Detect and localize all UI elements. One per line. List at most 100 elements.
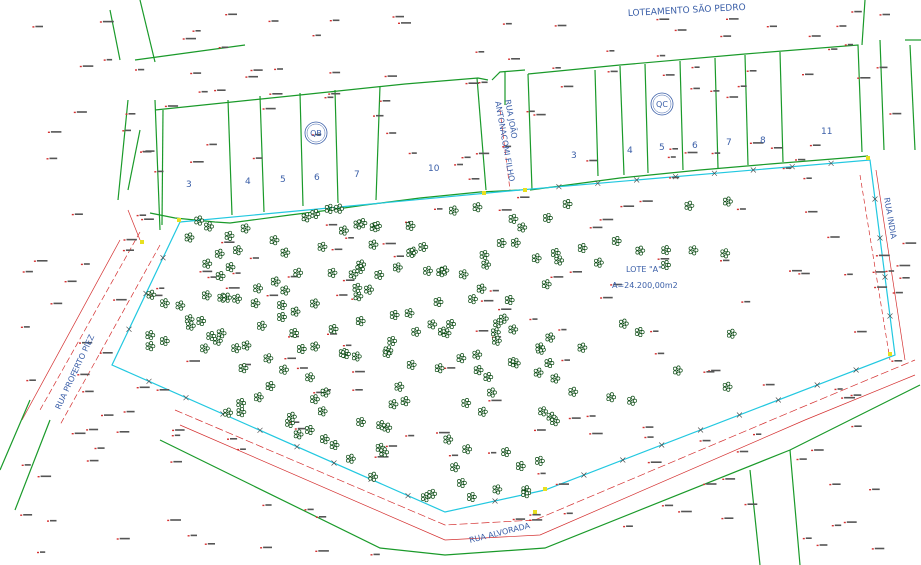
point-code [190, 534, 197, 537]
tree-icon [327, 267, 338, 278]
tree-icon [684, 200, 695, 211]
survey-point [71, 433, 74, 435]
tree-icon [443, 434, 454, 445]
survey-point [529, 519, 532, 521]
survey-point [829, 483, 832, 486]
point-code [25, 270, 33, 273]
tree-icon [577, 243, 588, 253]
point-code [89, 428, 99, 431]
tree-icon [184, 232, 195, 243]
tree-icon [383, 345, 394, 356]
tree-icon [722, 381, 733, 392]
qb-lot-3: 3 [186, 180, 192, 190]
point-code [602, 218, 614, 221]
point-code [50, 519, 57, 522]
tree-icon [545, 332, 556, 343]
point-code [501, 308, 512, 310]
point-code [36, 260, 48, 262]
tree-icon [328, 324, 339, 334]
tree-icon [206, 331, 217, 341]
point-code [408, 434, 415, 437]
tree-icon [310, 394, 320, 405]
survey-point [691, 66, 694, 69]
survey-point [245, 76, 248, 78]
tree-icon [304, 425, 315, 435]
survey-point [803, 177, 806, 180]
survey-point [690, 88, 693, 90]
survey-point [708, 370, 711, 372]
qc-lot-3: 3 [571, 151, 577, 161]
tree-icon [376, 420, 387, 431]
point-code [126, 238, 137, 241]
tree-icon [310, 341, 321, 352]
point-code [657, 352, 665, 355]
lot-a-area: A=24.200,00m2 [612, 281, 678, 290]
point-code [230, 438, 238, 440]
tree-icon [418, 242, 429, 252]
point-code [159, 287, 165, 289]
survey-point [722, 478, 725, 480]
point-code [687, 151, 698, 154]
tree-icon [392, 262, 403, 273]
tree-icon [202, 258, 213, 269]
point-code [345, 279, 355, 281]
fence-x-mark [872, 196, 878, 202]
survey-point [448, 455, 451, 457]
point-code [677, 29, 687, 31]
point-code [265, 107, 276, 110]
qb-lot-10: 10 [428, 164, 440, 174]
point-code [297, 427, 307, 430]
fence-x-mark [126, 326, 132, 332]
tree-icon [389, 310, 400, 320]
tree-icon [541, 279, 552, 290]
tree-icon [346, 453, 356, 464]
survey-point [329, 20, 332, 22]
point-code [316, 391, 325, 394]
survey-point [345, 237, 348, 239]
survey-point [720, 35, 723, 38]
tree-icon [404, 308, 415, 319]
survey-point [26, 379, 29, 382]
point-code [769, 25, 777, 28]
tree-icon [364, 284, 374, 295]
survey-point [737, 85, 740, 88]
tree-icon [317, 241, 328, 252]
point-code [491, 451, 497, 454]
survey-point [225, 14, 228, 16]
survey-point [599, 219, 602, 221]
survey-point [351, 298, 354, 300]
tree-icon [293, 267, 304, 278]
survey-point [140, 151, 142, 153]
point-code [860, 77, 871, 79]
fence-x-mark [658, 442, 665, 448]
survey-point [122, 130, 125, 132]
point-code [724, 517, 734, 519]
fence-x-mark [750, 167, 757, 173]
point-code [189, 360, 200, 362]
fence-x-mark [294, 443, 300, 450]
point-code [877, 286, 888, 288]
survey-point [393, 255, 396, 258]
point-code [659, 18, 670, 20]
point-code [228, 13, 237, 16]
point-code [307, 508, 314, 511]
tree-icon [339, 225, 349, 236]
point-code [672, 148, 678, 150]
tree-icon [296, 344, 307, 354]
tree-icon [479, 250, 490, 260]
point-code [752, 142, 764, 144]
survey-point [642, 426, 645, 429]
survey-point [478, 82, 481, 84]
tree-icon [289, 328, 300, 338]
survey-point [328, 93, 331, 95]
tree-icon [200, 343, 210, 354]
fence-x-mark [887, 313, 893, 319]
point-code [126, 410, 135, 413]
tree-icon [233, 245, 243, 256]
point-code [175, 429, 185, 431]
tree-icon [216, 328, 227, 339]
survey-point [669, 148, 672, 150]
point-code [277, 68, 283, 70]
survey-point [875, 255, 878, 257]
survey-point [889, 113, 892, 115]
